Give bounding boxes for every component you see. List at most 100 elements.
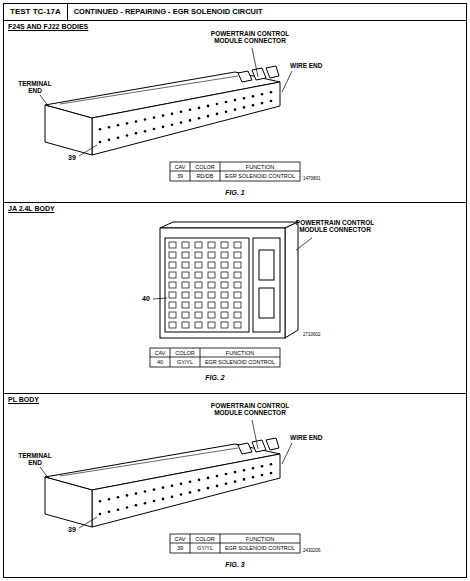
- table-cell: EGR SOLENOID CONTROL: [225, 173, 295, 179]
- pin-hole: [99, 128, 102, 131]
- leader-line: [79, 145, 97, 156]
- pin-hole: [108, 126, 111, 129]
- pin-hole: [216, 103, 219, 106]
- pin-hole: [225, 101, 228, 104]
- leader-line: [282, 71, 292, 92]
- pin-hole: [169, 302, 176, 308]
- table-rule: [170, 171, 300, 172]
- pin-hole: [182, 292, 189, 298]
- table-header: COLOR: [195, 164, 215, 170]
- wire-end-tab: [266, 66, 279, 78]
- table-header: CAV: [175, 536, 186, 542]
- pin-hole: [195, 242, 202, 248]
- table-rule: [190, 162, 191, 181]
- table-border: [170, 162, 300, 181]
- pin-hole: [180, 111, 183, 114]
- section-heading: F24S AND FJ22 BODIES: [8, 23, 88, 30]
- pin-hole: [221, 282, 228, 288]
- pin-hole: [221, 322, 228, 328]
- table-border: [150, 348, 280, 367]
- connector-face: [160, 228, 285, 338]
- pin-hole: [208, 262, 215, 268]
- pcm-connector-side-view: [40, 48, 300, 181]
- pin-hole: [207, 115, 210, 118]
- leader-line: [296, 238, 312, 250]
- pin-hole: [207, 105, 210, 108]
- pin-hole: [208, 312, 215, 318]
- table-cell: 39: [177, 545, 183, 551]
- pin-hole: [169, 322, 176, 328]
- pin-hole: [135, 120, 138, 123]
- table-rule: [170, 348, 171, 367]
- latch-detail: [259, 250, 274, 280]
- pin-hole: [126, 122, 129, 125]
- leader-line: [252, 48, 258, 77]
- part-label: WIRE END: [290, 62, 323, 69]
- pin-hole: [99, 141, 102, 144]
- pin-hole: [195, 322, 202, 328]
- pin-hole: [234, 322, 241, 328]
- part-label: WIRE END: [290, 434, 323, 441]
- pin-hole: [252, 104, 255, 107]
- pin-hole: [234, 292, 241, 298]
- table-cell: 40: [157, 359, 163, 365]
- pin-hole: [162, 114, 165, 117]
- pin-hole: [169, 242, 176, 248]
- pin-hole: [221, 312, 228, 318]
- pin-hole: [234, 108, 237, 111]
- part-label: POWERTRAIN CONTROL MODULE CONNECTOR: [288, 219, 383, 234]
- pin-hole: [221, 252, 228, 258]
- pin-hole: [189, 119, 192, 122]
- pin-hole: [216, 113, 219, 116]
- pin-holes: [99, 91, 273, 143]
- part-label: POWERTRAIN CONTROL MODULE CONNECTOR: [203, 30, 298, 45]
- table-cell: GY/YL: [197, 545, 213, 551]
- section-panel: JA 2.4L BODY: [3, 202, 467, 394]
- connector-terminal-face: [92, 82, 280, 155]
- pin-hole: [234, 242, 241, 248]
- figure-caption: FIG. 1: [225, 189, 244, 197]
- pin-hole: [234, 272, 241, 278]
- pin-hole: [180, 121, 183, 124]
- pin-hole: [169, 292, 176, 298]
- pin-hole: [171, 112, 174, 115]
- callout-number: 39: [68, 154, 76, 162]
- figure-id: 2430206: [303, 548, 321, 553]
- pin-hole: [182, 252, 189, 258]
- pin-hole: [243, 97, 246, 100]
- table-header: COLOR: [195, 536, 215, 542]
- pcm-connector-side-view: [40, 420, 300, 553]
- pin-hole: [234, 282, 241, 288]
- pin-hole: [234, 99, 237, 102]
- wire-end-tab: [252, 68, 266, 80]
- table-header: CAV: [155, 350, 166, 356]
- top-ridge: [60, 76, 238, 104]
- part-label: TERMINAL END: [13, 452, 57, 467]
- pin-hole: [182, 282, 189, 288]
- table-cell: RD/DB: [196, 173, 213, 179]
- part-label: TERMINAL END: [13, 80, 57, 95]
- table-cell: GY/YL: [177, 359, 193, 365]
- pin-hole: [252, 95, 255, 98]
- table-cell: EGR SOLENOID CONTROL: [225, 545, 295, 551]
- pin-hole: [225, 111, 228, 114]
- table-cell: EGR SOLENOID CONTROL: [205, 359, 275, 365]
- connector-top-face: [160, 222, 298, 228]
- pin-hole: [195, 262, 202, 268]
- pin-hole: [208, 292, 215, 298]
- pin-hole: [126, 134, 129, 137]
- pin-hole: [234, 252, 241, 258]
- pin-hole: [153, 116, 156, 119]
- figure-id: 1470801: [303, 176, 321, 181]
- pin-hole: [182, 322, 189, 328]
- pin-hole: [270, 91, 273, 94]
- pin-hole: [270, 100, 273, 103]
- pin-hole: [182, 272, 189, 278]
- pin-hole: [221, 272, 228, 278]
- page-title: CONTINUED - REPAIRING - EGR SOLENOID CIR…: [68, 4, 269, 20]
- table-rule: [200, 348, 201, 367]
- pin-hole: [182, 302, 189, 308]
